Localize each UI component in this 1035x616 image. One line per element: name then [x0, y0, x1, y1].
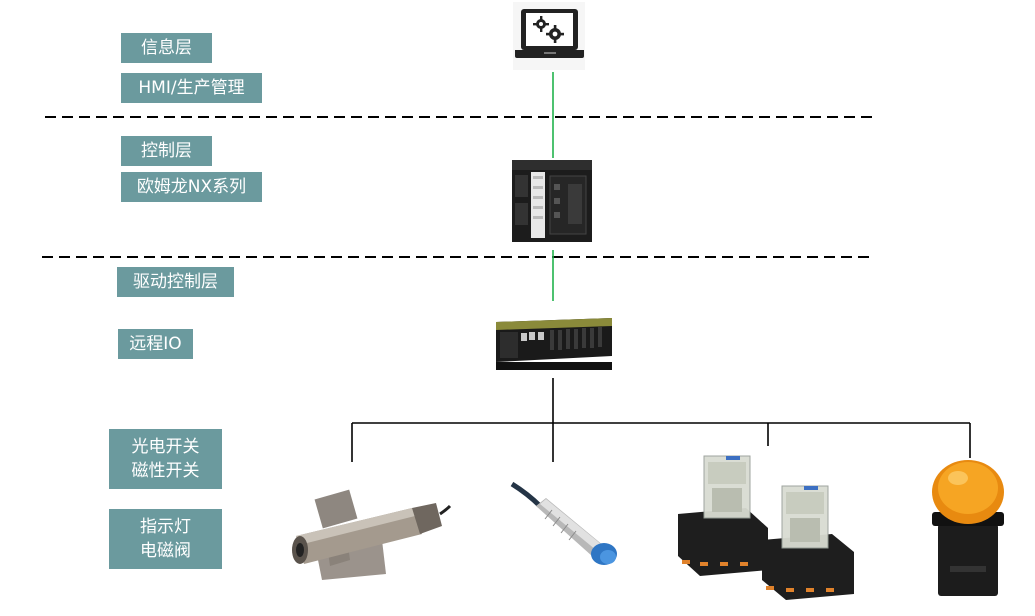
- indicator-lamp-icon: [932, 460, 1004, 596]
- plc-controller-icon: [512, 160, 592, 242]
- label-hmi-production: HMI/生产管理: [121, 73, 262, 103]
- laptop-gear-icon: [513, 2, 585, 70]
- remote-io-module-icon: [496, 318, 612, 370]
- label-drive-control-layer: 驱动控制层: [117, 267, 234, 297]
- label-omron-nx: 欧姆龙NX系列: [121, 172, 262, 202]
- label-sensors: 光电开关 磁性开关: [109, 429, 222, 489]
- proximity-sensor-icon: [510, 481, 617, 565]
- infrared-sensor-icon: [292, 489, 452, 580]
- device-tree-lines: [351, 378, 971, 462]
- relay-icon: [678, 455, 854, 600]
- label-remote-io: 远程IO: [118, 329, 193, 359]
- label-actuators: 指示灯 电磁阀: [109, 509, 222, 569]
- label-info-layer: 信息层: [121, 33, 212, 63]
- label-control-layer: 控制层: [121, 136, 212, 166]
